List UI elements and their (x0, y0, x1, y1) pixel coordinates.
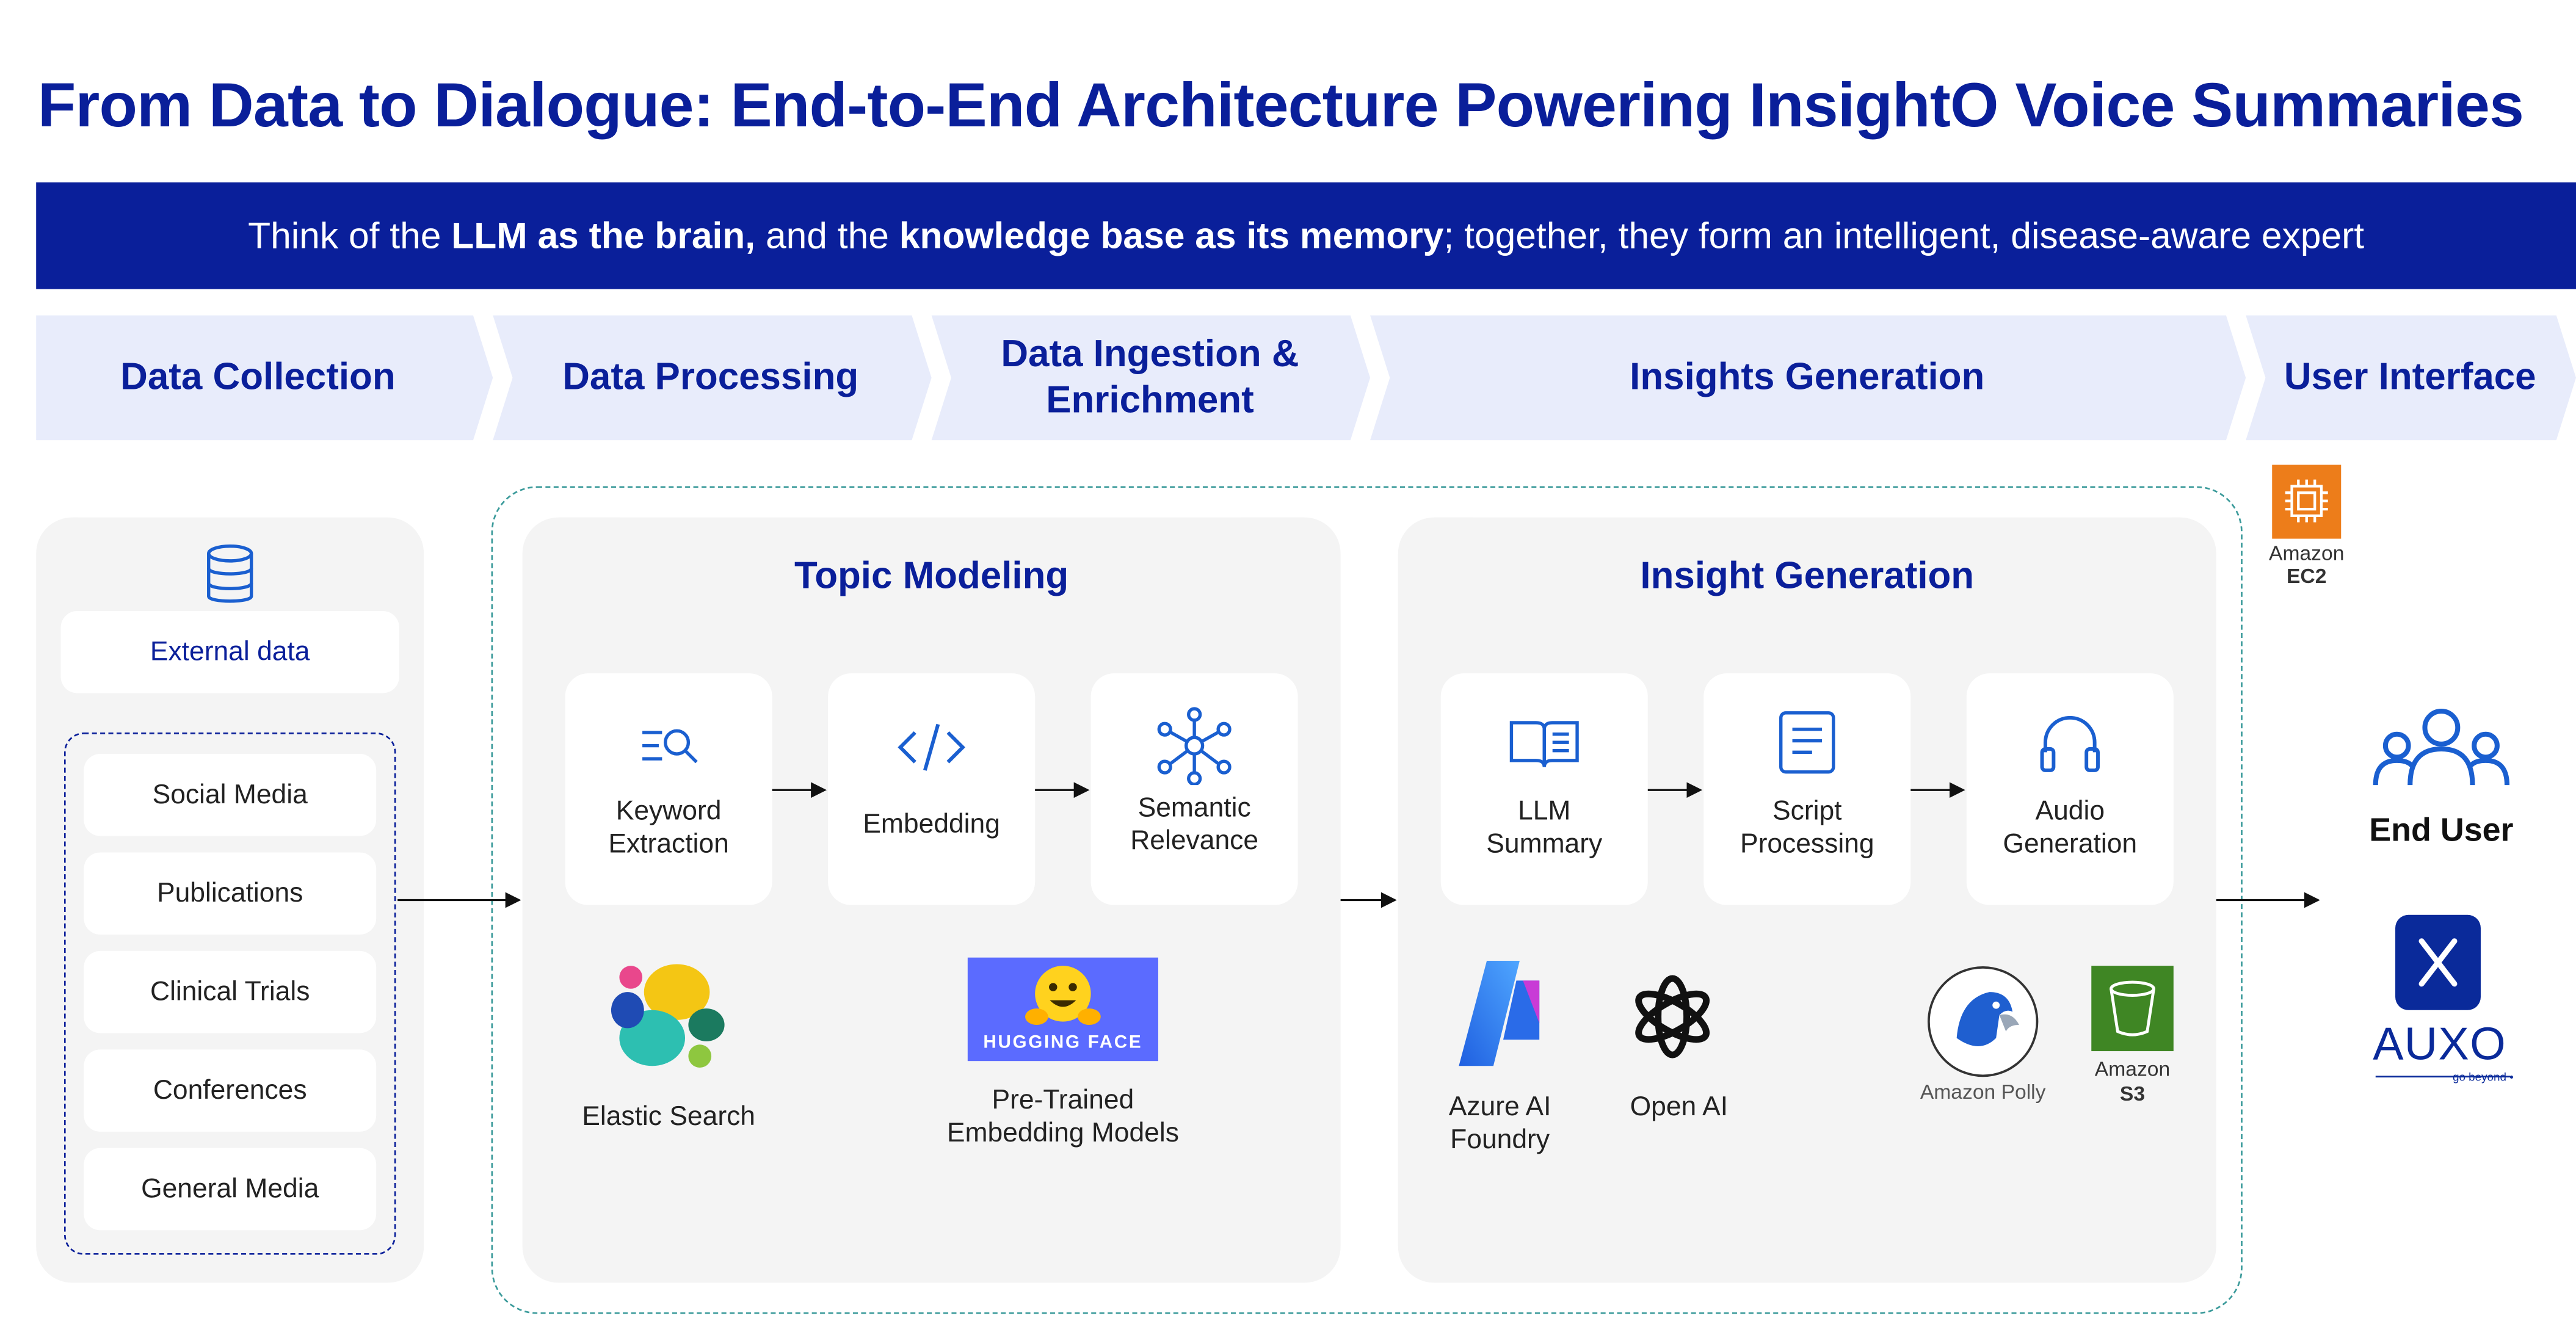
elastic-search-label: Elastic Search (582, 1102, 756, 1132)
auxo-brand-name: AUXO (2373, 1018, 2507, 1069)
users-group-icon (2373, 709, 2510, 786)
amazon-ec2-logo (2272, 465, 2342, 539)
source-clinical-trials: Clinical Trials (84, 950, 377, 1033)
topic-step-arrows (772, 782, 1090, 798)
llm-summary-card: LLM Summary (1440, 673, 1648, 905)
keyword-extraction-card: Keyword Extraction (565, 673, 772, 905)
insight-step-arrows (1647, 782, 1965, 798)
stage-data-processing: Data Processing (562, 355, 859, 398)
insight-generation-panel: Insight Generation LLM Summary Script Pr… (1398, 517, 2216, 1283)
embedding-card: Embedding (828, 673, 1036, 905)
external-data-label: External data (60, 610, 399, 693)
openai-logo (1635, 975, 1710, 1058)
audio-generation-card: Audio Generation (1966, 673, 2174, 905)
audio-generation-label: Audio Generation (2003, 796, 2138, 859)
banner-text-2: and the (755, 214, 899, 256)
topic-modeling-title: Topic Modeling (794, 553, 1069, 596)
stage-user-interface: User Interface (2284, 355, 2536, 398)
banner-bold-1: LLM as the brain, (451, 214, 756, 256)
amazon-ec2-label-bottom: EC2 (2286, 565, 2327, 588)
open-ai-label: Open AI (1630, 1092, 1729, 1122)
script-processing-label: Script Processing (1740, 796, 1874, 859)
script-processing-card: Script Processing (1703, 673, 1911, 905)
elastic-search-logo (611, 964, 725, 1068)
open-book-icon (1509, 721, 1579, 767)
code-icon (898, 723, 965, 771)
source-social-media: Social Media (84, 754, 377, 836)
stage-insights: Insights Generation (1630, 355, 1985, 398)
bucket-icon (2110, 980, 2155, 1036)
source-conferences: Conferences (84, 1049, 377, 1132)
chip-icon (2285, 479, 2328, 523)
stage-data-collection: Data Collection (120, 355, 396, 398)
hugging-face-badge: HUGGING FACE (983, 1033, 1143, 1053)
stage-ingestion: Data Ingestion & Enrichment (1001, 331, 1299, 421)
auxo-divider (2375, 1076, 2511, 1078)
banner-text-1: Think of the (248, 214, 452, 256)
llm-summary-label: LLM Summary (1486, 796, 1603, 859)
page-title: From Data to Dialogue: End-to-End Archit… (37, 72, 2524, 142)
semantic-relevance-label: Semantic Relevance (1130, 793, 1259, 856)
azure-ai-foundry-logo (1459, 961, 1540, 1066)
end-user-label: End User (2369, 812, 2514, 850)
embedding-models-label: Pre-Trained Embedding Models (946, 1085, 1179, 1148)
banner-text-3: ; together, they form an intelligent, di… (1443, 214, 2365, 256)
amazon-polly-logo (1927, 966, 2039, 1077)
banner-bold-2: knowledge base as its memory (899, 214, 1444, 256)
network-icon (1157, 707, 1232, 786)
azure-ai-foundry-label: Azure AI Foundry (1448, 1092, 1551, 1155)
auxo-logo-mark (2395, 914, 2481, 1010)
keyword-search-icon (642, 729, 698, 764)
source-general-media: General Media (84, 1148, 377, 1231)
headphones-icon (2040, 715, 2100, 772)
amazon-polly-label: Amazon Polly (1920, 1080, 2046, 1104)
hugging-face-logo: HUGGING FACE (967, 957, 1158, 1062)
amazon-s3-label-top: Amazon (2094, 1057, 2171, 1081)
hugging-face-icon (1025, 966, 1101, 1025)
auxo-x-icon (2418, 938, 2458, 987)
tagline-banner: Think of the LLM as the brain, and the k… (36, 182, 2576, 289)
source-publications: Publications (84, 852, 377, 935)
data-collection-panel: External data Social Media Publications … (36, 517, 424, 1283)
semantic-relevance-card: Semantic Relevance (1090, 673, 1298, 905)
amazon-s3-label-bottom: S3 (2119, 1082, 2146, 1105)
embedding-label: Embedding (863, 809, 1000, 839)
keyword-extraction-label: Keyword Extraction (608, 796, 729, 859)
amazon-s3-logo (2091, 966, 2174, 1052)
database-icon (207, 544, 253, 603)
amazon-ec2-label-top: Amazon (2269, 541, 2345, 565)
document-icon (1779, 711, 1835, 774)
sources-group (63, 733, 396, 1255)
insight-generation-title: Insight Generation (1640, 553, 1975, 596)
topic-modeling-panel: Topic Modeling Keyword Extraction Embedd… (522, 517, 1341, 1283)
auxo-tagline: go beyond • (2452, 1073, 2514, 1084)
source-list: Social Media Publications Clinical Trial… (84, 754, 377, 1231)
